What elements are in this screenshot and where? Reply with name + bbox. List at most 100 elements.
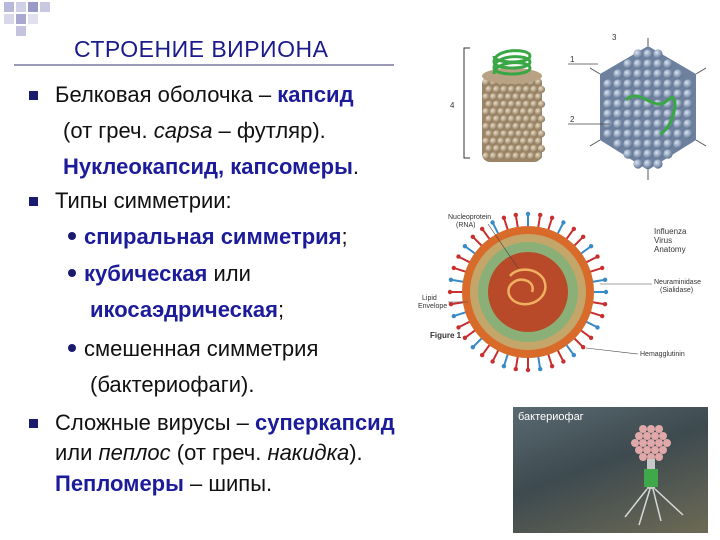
capsomere-bead (512, 137, 520, 145)
bullet3-line1: Сложные вирусы – суперкапсид (55, 410, 395, 436)
envelope-spike (572, 236, 584, 248)
envelope-spike (491, 222, 500, 236)
text: ; (277, 297, 285, 322)
spike-tip (602, 277, 608, 282)
phage-head-bead (655, 439, 663, 447)
capsomere-bead (623, 109, 633, 119)
envelope-spike (537, 214, 542, 229)
spike-tip (513, 212, 518, 218)
bullet2-sub3: смешенная симметрия (68, 336, 318, 362)
bullet-marker (29, 197, 38, 206)
capsomere-bead (643, 109, 653, 119)
spike-tip (470, 234, 476, 240)
capsomere-bead (534, 122, 543, 130)
capsomere-bead (623, 119, 633, 129)
envelope-spike (502, 352, 510, 367)
capsomere-bead (482, 122, 490, 130)
envelope-spike (546, 217, 554, 232)
capsomere-bead (673, 69, 683, 79)
spike-tip (513, 366, 518, 372)
envelope-spike (537, 355, 542, 370)
capsomere-bead (633, 79, 643, 89)
bullet1-line3: Нуклеокапсид, капсомеры. (63, 154, 359, 180)
capsomere-bead (643, 59, 653, 69)
spike-tip (490, 359, 495, 364)
capsomere-bead (500, 130, 508, 138)
capsomere-bead (673, 89, 683, 99)
capsomere-bead (653, 119, 663, 129)
capsomere-bead (504, 122, 513, 130)
phage-head-bead (639, 425, 647, 433)
capsomere-bead (633, 119, 643, 129)
capsomere-bead (522, 130, 531, 138)
phage-head-bead (655, 425, 663, 433)
spike-tip (456, 325, 461, 330)
envelope-spike (579, 328, 592, 339)
page-title: СТРОЕНИЕ ВИРИОНА (74, 36, 329, 62)
label-hemagglutinin: Hemagglutinin (640, 351, 685, 358)
phage-head-bead (655, 453, 663, 461)
text: – шипы. (183, 471, 273, 496)
phage-head-bead (631, 439, 639, 447)
spike-tip (479, 226, 485, 232)
bacteriophage-photo: бактериофаг (513, 407, 708, 533)
capsomere-bead (519, 122, 528, 130)
phage-head-bead (635, 432, 643, 440)
capsomere-bead (512, 93, 520, 101)
phage-head-bead (647, 425, 655, 433)
label-4: 4 (450, 101, 455, 110)
bullet3-line3: Пепломеры – шипы. (55, 471, 272, 497)
spike-tip (462, 243, 468, 249)
text: (от греч. (63, 118, 154, 143)
capsomere-bead (603, 99, 613, 109)
envelope-spike (464, 245, 477, 256)
capsomere-bead (507, 145, 516, 153)
capsomere-bead (515, 145, 523, 153)
capsomere-bead (653, 79, 663, 89)
capsomere-bead (512, 108, 520, 116)
spike-tip (588, 243, 594, 249)
capsomere-bead (643, 119, 653, 129)
spike-tip (462, 335, 468, 341)
capsomere-bead (492, 115, 501, 123)
label-nucleoprotein: Nucleoprotein (448, 214, 491, 221)
spike-tip (549, 363, 555, 369)
capsomere-bead (633, 149, 643, 159)
envelope-spike (453, 266, 468, 274)
phage-head-bead (647, 439, 655, 447)
envelope-spike (453, 310, 468, 318)
capsomere-bead (643, 129, 653, 139)
capsomere-bead (489, 137, 498, 145)
capsomere-bead (683, 99, 693, 109)
envelope-spike (584, 255, 598, 264)
capsomere-bead (613, 69, 623, 79)
capsomere-bead (492, 145, 501, 153)
spike-tip (603, 289, 609, 295)
capsomere-bead (537, 115, 546, 123)
term-capsa: capsa (153, 118, 213, 143)
capsomere-bead (500, 100, 508, 108)
capsid-structure-figure: 4 1 2 3 (450, 33, 707, 180)
capsomere-bead (500, 145, 508, 153)
capsomere-bead (489, 108, 498, 116)
capsomere-bead (653, 49, 663, 59)
capsomere-bead (534, 152, 543, 160)
label-figure-1: Figure 1 (430, 331, 462, 340)
capsomere-bead (504, 137, 513, 145)
spike-tip (525, 367, 531, 373)
capsomere-bead (507, 115, 516, 123)
capsomere-bead (653, 109, 663, 119)
capsomere-bead (623, 69, 633, 79)
label-influenza-2: Virus (654, 236, 672, 245)
capsomere-bead (482, 108, 490, 116)
capsomere-bead (613, 129, 623, 139)
spike-tip (501, 215, 507, 221)
spike-tip (448, 302, 454, 307)
capsomere-bead (633, 59, 643, 69)
capsomere-bead (497, 122, 505, 130)
envelope-spike (458, 255, 472, 264)
capsomere-bead (534, 137, 543, 145)
capsomere-bead (623, 139, 633, 149)
text: ). (349, 440, 363, 465)
envelope-spike (588, 310, 603, 318)
